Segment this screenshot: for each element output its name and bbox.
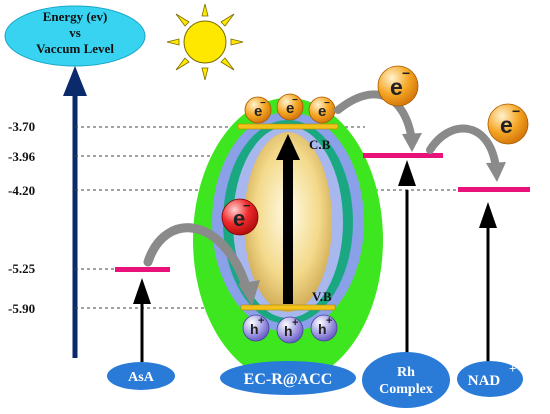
svg-text:+: + [292,317,298,329]
svg-text:EC-R@ACC: EC-R@ACC [244,371,333,388]
sun-icon [166,3,244,81]
axis-title-line2: vs [69,25,81,40]
svg-text:+: + [509,361,516,376]
label-rh-complex: Rh Complex [362,352,450,408]
svg-text:e: e [286,100,294,117]
hole-vb-2: h + [276,316,304,344]
nad-level [458,187,530,368]
svg-text:−: − [292,95,298,106]
axis-title-line1: Energy (ev) [43,9,108,24]
hole-vb-1: h + [242,314,270,342]
svg-text:h: h [284,323,293,339]
svg-text:e: e [390,74,403,100]
valence-band-label: V.B [312,289,332,304]
svg-text:+: + [326,315,332,327]
label-asa: AsA [107,362,175,390]
electron-rh: e − [377,65,419,107]
conduction-band-label: C.B [309,137,331,152]
rh-to-nad-arrow [426,124,506,182]
level-label-5: -5.90 [8,301,35,316]
electron-transfer-red: e − [221,198,259,236]
svg-text:e: e [254,103,262,120]
vb-holes: h + h + h + [242,314,338,344]
svg-text:−: − [260,98,266,109]
svg-text:e: e [318,103,326,120]
level-labels: -3.70 -3.96 -4.20 -5.25 -5.90 [8,119,36,316]
label-catalyst: EC-R@ACC [220,361,356,395]
energy-axis [63,66,87,358]
svg-text:e: e [233,206,245,231]
hole-vb-3: h + [310,314,338,342]
asa-level [115,267,170,362]
cb-electrons: e − e − e − [244,93,336,124]
svg-text:Rh: Rh [397,365,415,380]
svg-text:−: − [243,198,251,213]
excitation-arrow [276,134,300,304]
band-lines [237,123,339,311]
axis-title-line3: Vaccum Level [36,41,114,56]
svg-text:e: e [500,112,513,138]
electron-cb-3: e − [308,96,336,124]
axis-title-bubble: Energy (ev) vs Vaccum Level [4,5,146,67]
level-label-4: -5.25 [8,261,36,276]
svg-text:−: − [402,65,410,81]
electron-nad: e − [487,103,529,145]
svg-text:Complex: Complex [379,382,433,397]
rh-level [363,153,443,365]
asa-transfer-arrow [143,223,260,306]
svg-text:AsA: AsA [128,370,155,385]
svg-text:+: + [258,315,264,327]
electron-cb-2: e − [276,93,304,121]
electron-cb-1: e − [244,96,272,124]
level-label-1: -3.70 [8,119,35,134]
svg-text:NAD: NAD [468,373,501,389]
svg-text:−: − [512,103,520,119]
level-label-2: -3.96 [8,149,36,164]
label-nad: NAD + [457,361,523,397]
svg-text:h: h [250,321,259,337]
svg-text:h: h [318,321,327,337]
svg-text:−: − [324,98,330,109]
level-label-3: -4.20 [8,183,35,198]
